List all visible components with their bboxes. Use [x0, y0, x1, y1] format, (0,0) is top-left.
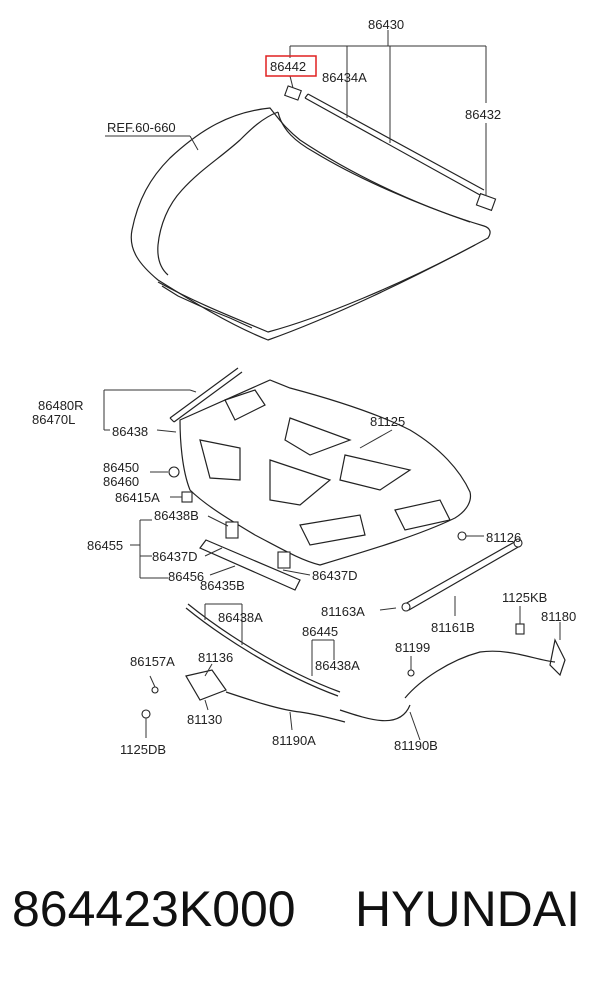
cable-81190A: [225, 691, 346, 731]
label-86455[interactable]: 86455: [87, 538, 123, 553]
label-81190A[interactable]: 81190A: [272, 733, 316, 748]
label-81161B[interactable]: 81161B: [431, 620, 475, 635]
label-1125KB[interactable]: 1125KB: [502, 590, 547, 605]
highlight-box: [265, 55, 317, 77]
label-86450[interactable]: 86450: [103, 460, 139, 475]
bumper-86450: [150, 466, 180, 478]
label-1125DB[interactable]: 1125DB: [120, 742, 166, 757]
label-81163A[interactable]: 81163A: [321, 604, 365, 619]
gas-strut-81161B: [379, 538, 523, 616]
cable-81190B: [339, 650, 556, 741]
label-86438[interactable]: 86438: [112, 424, 148, 439]
label-86480R[interactable]: 86480R: [38, 398, 84, 413]
footer-part-number: 864423K000: [12, 881, 296, 937]
label-86415A[interactable]: 86415A: [115, 490, 160, 505]
latch-81130: [141, 663, 227, 738]
label-86470L[interactable]: 86470L: [32, 412, 75, 427]
label-81130[interactable]: 81130: [187, 712, 222, 727]
label-81190B[interactable]: 81190B: [394, 738, 438, 753]
label-86438A-bottom[interactable]: 86438A: [315, 658, 360, 673]
label-86438A-top[interactable]: 86438A: [218, 610, 263, 625]
label-81199[interactable]: 81199: [395, 640, 430, 655]
label-86442[interactable]: 86442: [270, 59, 306, 74]
clip-81126: [457, 531, 484, 541]
label-86435B[interactable]: 86435B: [200, 578, 245, 593]
label-86445[interactable]: 86445: [302, 624, 338, 639]
hood-seal: [304, 93, 485, 196]
label-86437D-left[interactable]: 86437D: [152, 549, 198, 564]
hood-insulator: [179, 379, 472, 566]
label-81180[interactable]: 81180: [541, 609, 576, 624]
footer-brand: HYUNDAI: [355, 881, 581, 937]
label-86157A[interactable]: 86157A: [130, 654, 175, 669]
label-86460[interactable]: 86460: [103, 474, 139, 489]
label-86438B[interactable]: 86438B: [154, 508, 199, 523]
group-86455-lines: [130, 515, 311, 579]
footer: 864423K000 HYUNDAI: [0, 870, 600, 950]
labels: 86430 86442 86434A 86432 REF.60-660 8648…: [32, 17, 576, 757]
label-86456[interactable]: 86456: [168, 569, 204, 584]
label-ref-60-660[interactable]: REF.60-660: [107, 120, 176, 135]
stopper-86415A: [170, 491, 193, 503]
weatherstrip-86480R: [169, 367, 243, 423]
label-86430[interactable]: 86430: [368, 17, 404, 32]
latch-cover-86455: [199, 521, 301, 591]
bracket-86442: [284, 85, 497, 212]
hood-panel: [130, 107, 491, 341]
label-86434A[interactable]: 86434A: [322, 70, 367, 85]
label-86437D-right[interactable]: 86437D: [312, 568, 358, 583]
label-81126[interactable]: 81126: [486, 530, 521, 545]
hinge-81180: [515, 606, 566, 677]
release-cable-86435B: [185, 603, 341, 697]
label-81125[interactable]: 81125: [370, 414, 405, 429]
label-81136[interactable]: 81136: [198, 650, 233, 665]
group-86445-lines: [311, 639, 335, 676]
label-86432[interactable]: 86432: [465, 107, 501, 122]
group-86430-lines: [105, 30, 487, 196]
group-86480R-lines: [103, 389, 393, 449]
